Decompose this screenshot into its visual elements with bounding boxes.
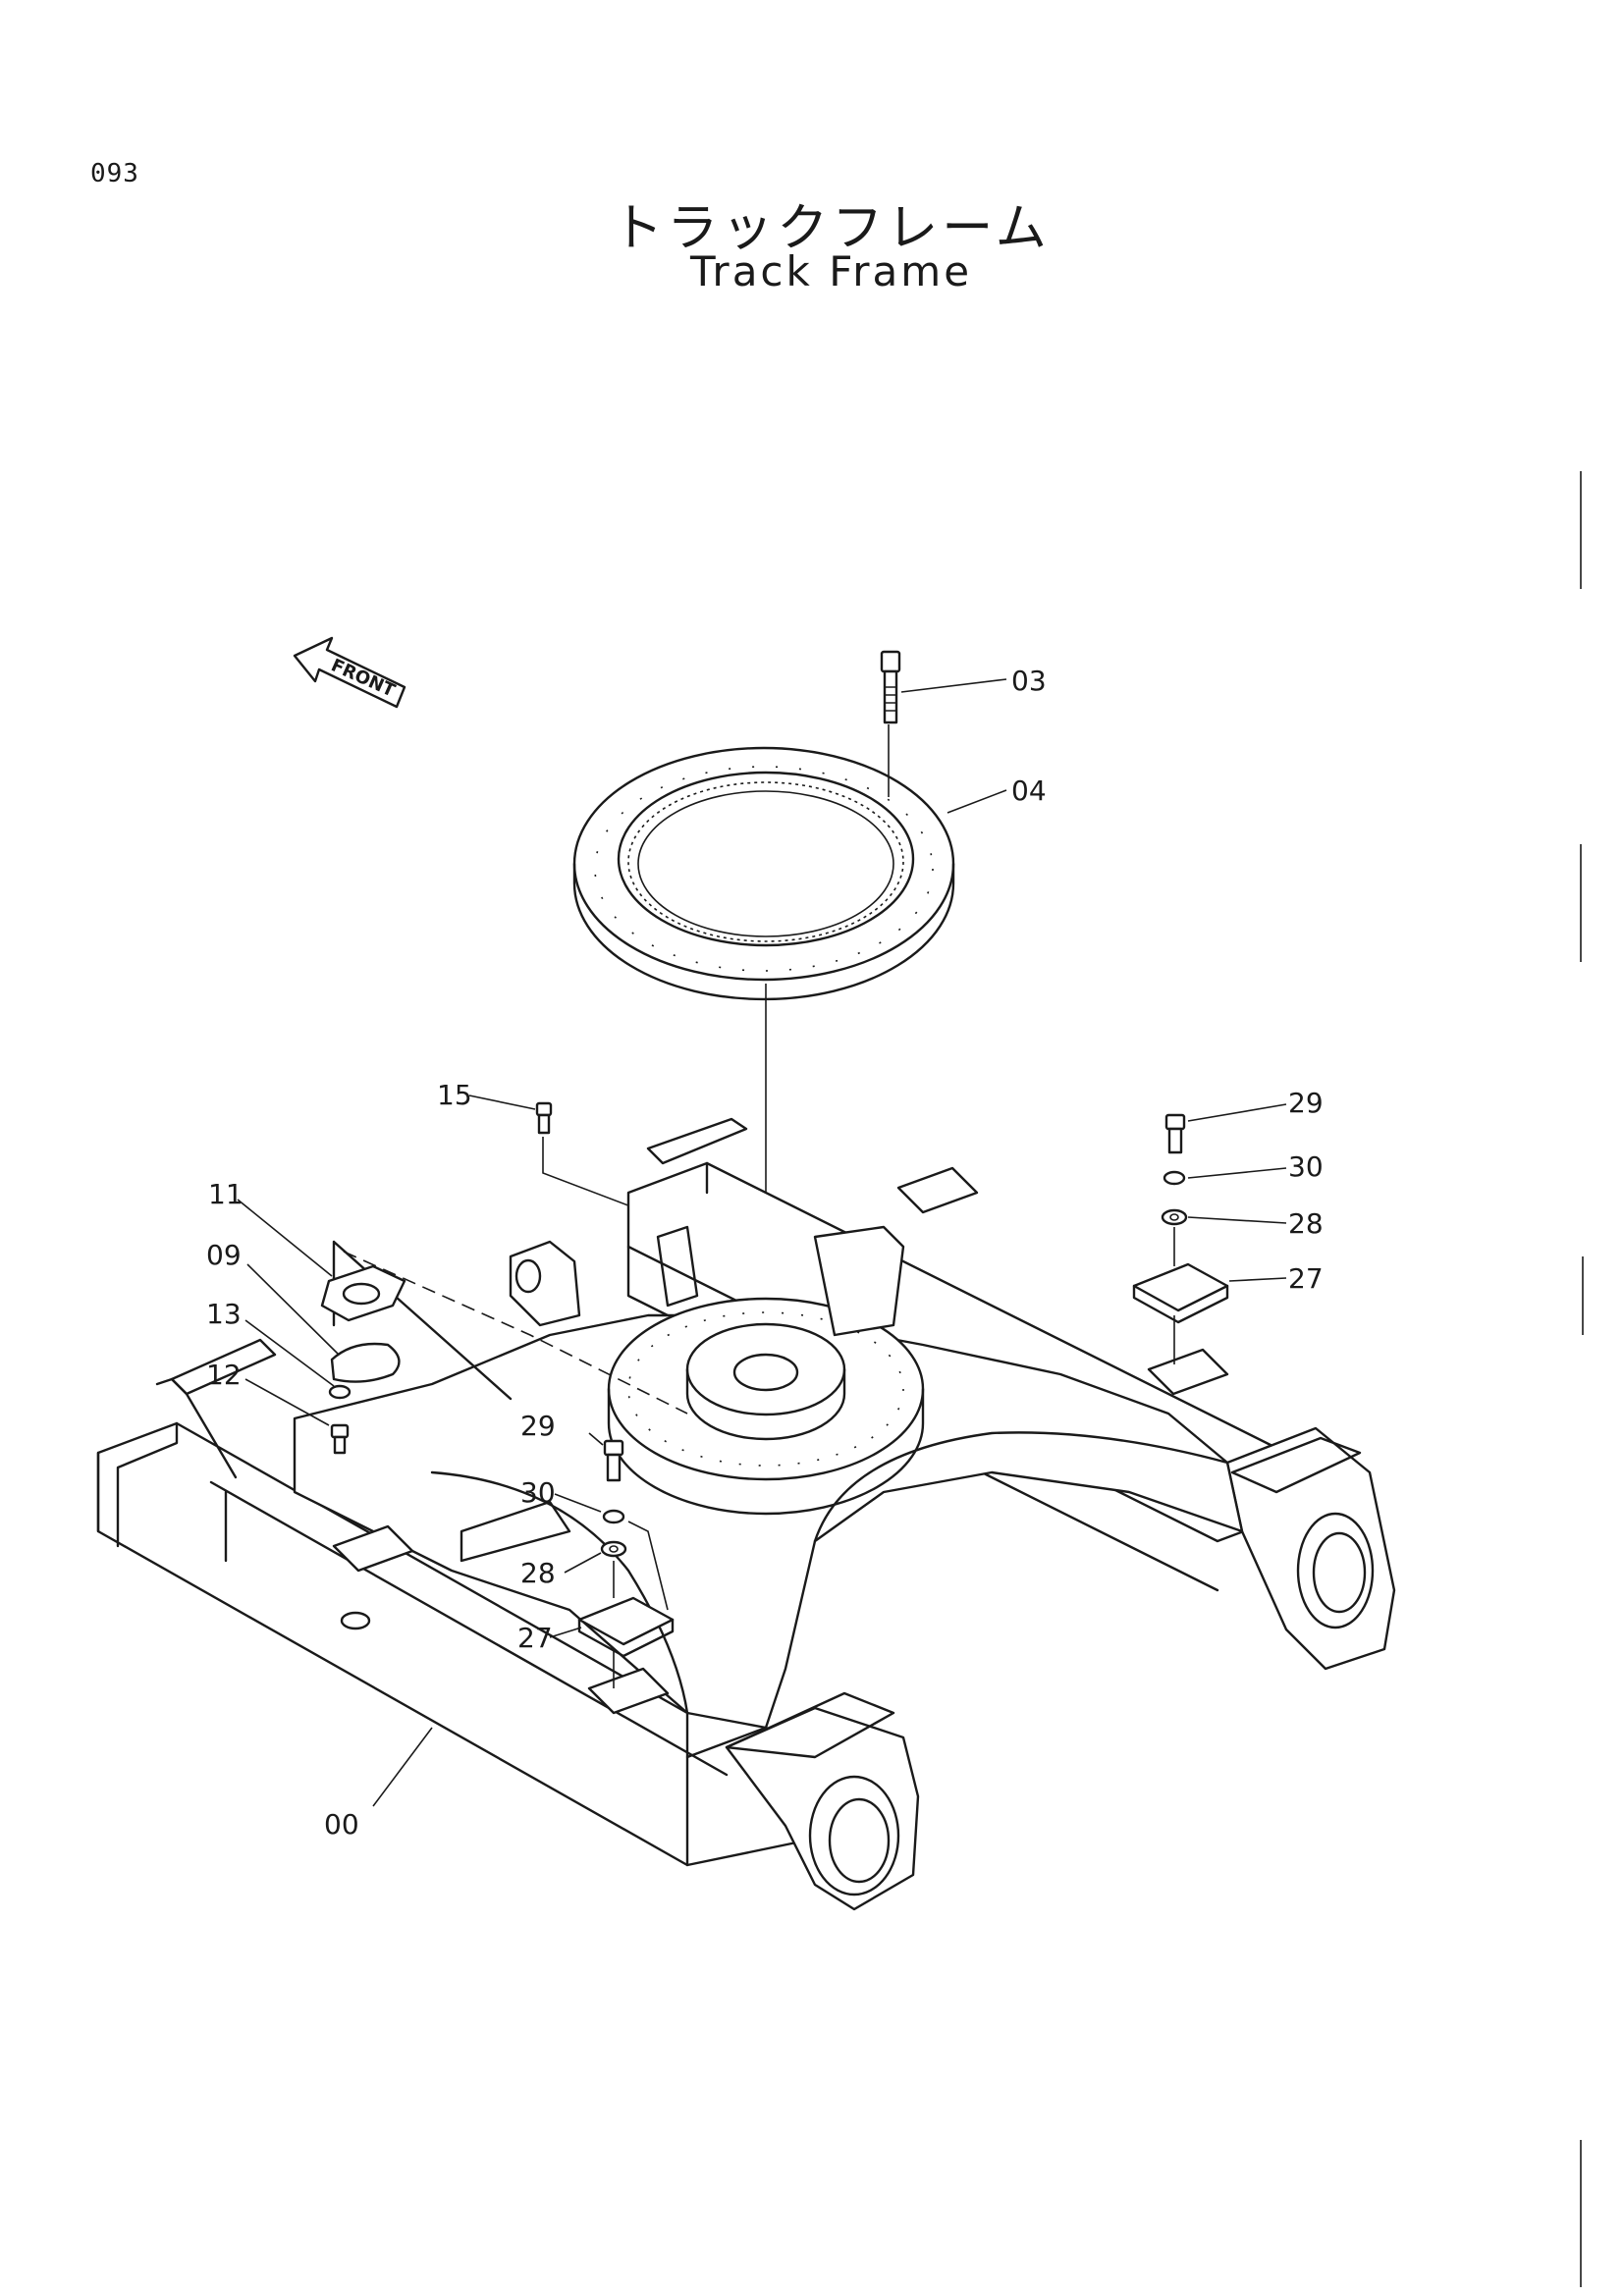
callout-30-right: 30 [1288,1150,1324,1183]
callout-27-left: 27 [517,1622,553,1654]
plate-27-right-icon [1132,1262,1229,1324]
leader-29-right [1187,1103,1287,1122]
leader-29-left [588,1432,604,1446]
leader-00 [372,1727,433,1807]
callout-00: 00 [324,1808,359,1841]
leader-04 [947,789,1007,814]
leader-27-left [549,1627,582,1638]
leader-28-left [564,1552,602,1574]
bolt-29-left-icon [603,1439,624,1482]
washer-28-left-icon [600,1540,627,1558]
washer-30-left-icon [602,1509,625,1524]
leader-12 [244,1378,330,1426]
track-frame-body-00 [96,1117,1396,1911]
bolt-12-icon [330,1423,350,1455]
leader-30-left-b [627,1521,669,1611]
leader-11 [237,1199,333,1277]
leader-03 [900,678,1007,693]
leader-28-right [1187,1216,1287,1224]
callout-12: 12 [206,1359,242,1391]
leader-09 [246,1263,340,1356]
callout-27-right: 27 [1288,1262,1324,1295]
bolt-03-icon [880,650,901,724]
bolt-29-right-icon [1164,1113,1186,1154]
front-label: FRONT [328,655,399,701]
leader-13 [244,1319,335,1387]
leader-30-right [1187,1167,1287,1179]
callout-03: 03 [1011,665,1047,697]
cover-plate-11-icon [320,1264,406,1322]
title-japanese: トラックフレーム [612,199,1051,258]
callout-04: 04 [1011,774,1047,807]
washer-28-right-icon [1161,1208,1188,1226]
callout-28-right: 28 [1288,1207,1324,1240]
callout-28-left: 28 [520,1557,556,1589]
scan-edge-marks [1580,471,1584,2287]
washer-13-icon [328,1384,352,1400]
callout-11: 11 [208,1178,243,1210]
callout-29-right: 29 [1288,1087,1324,1119]
front-arrow-icon: FRONT [293,636,406,709]
leader-15 [468,1095,536,1110]
title-english: Track Frame [689,247,973,295]
swing-bearing-ring-04 [572,746,955,1001]
callout-13: 13 [206,1298,242,1330]
washer-30-right-icon [1163,1170,1186,1186]
callout-30-left: 30 [520,1476,556,1509]
callout-09: 09 [206,1239,242,1271]
callout-29-left: 29 [520,1410,556,1442]
leader-30-left [554,1493,602,1513]
gasket-09-icon [330,1342,401,1383]
leader-27-right [1228,1277,1287,1282]
dashed-leader [343,1251,688,1415]
grease-fitting-15-icon [535,1101,553,1135]
callout-15: 15 [437,1079,472,1111]
page-number: 093 [90,159,139,188]
